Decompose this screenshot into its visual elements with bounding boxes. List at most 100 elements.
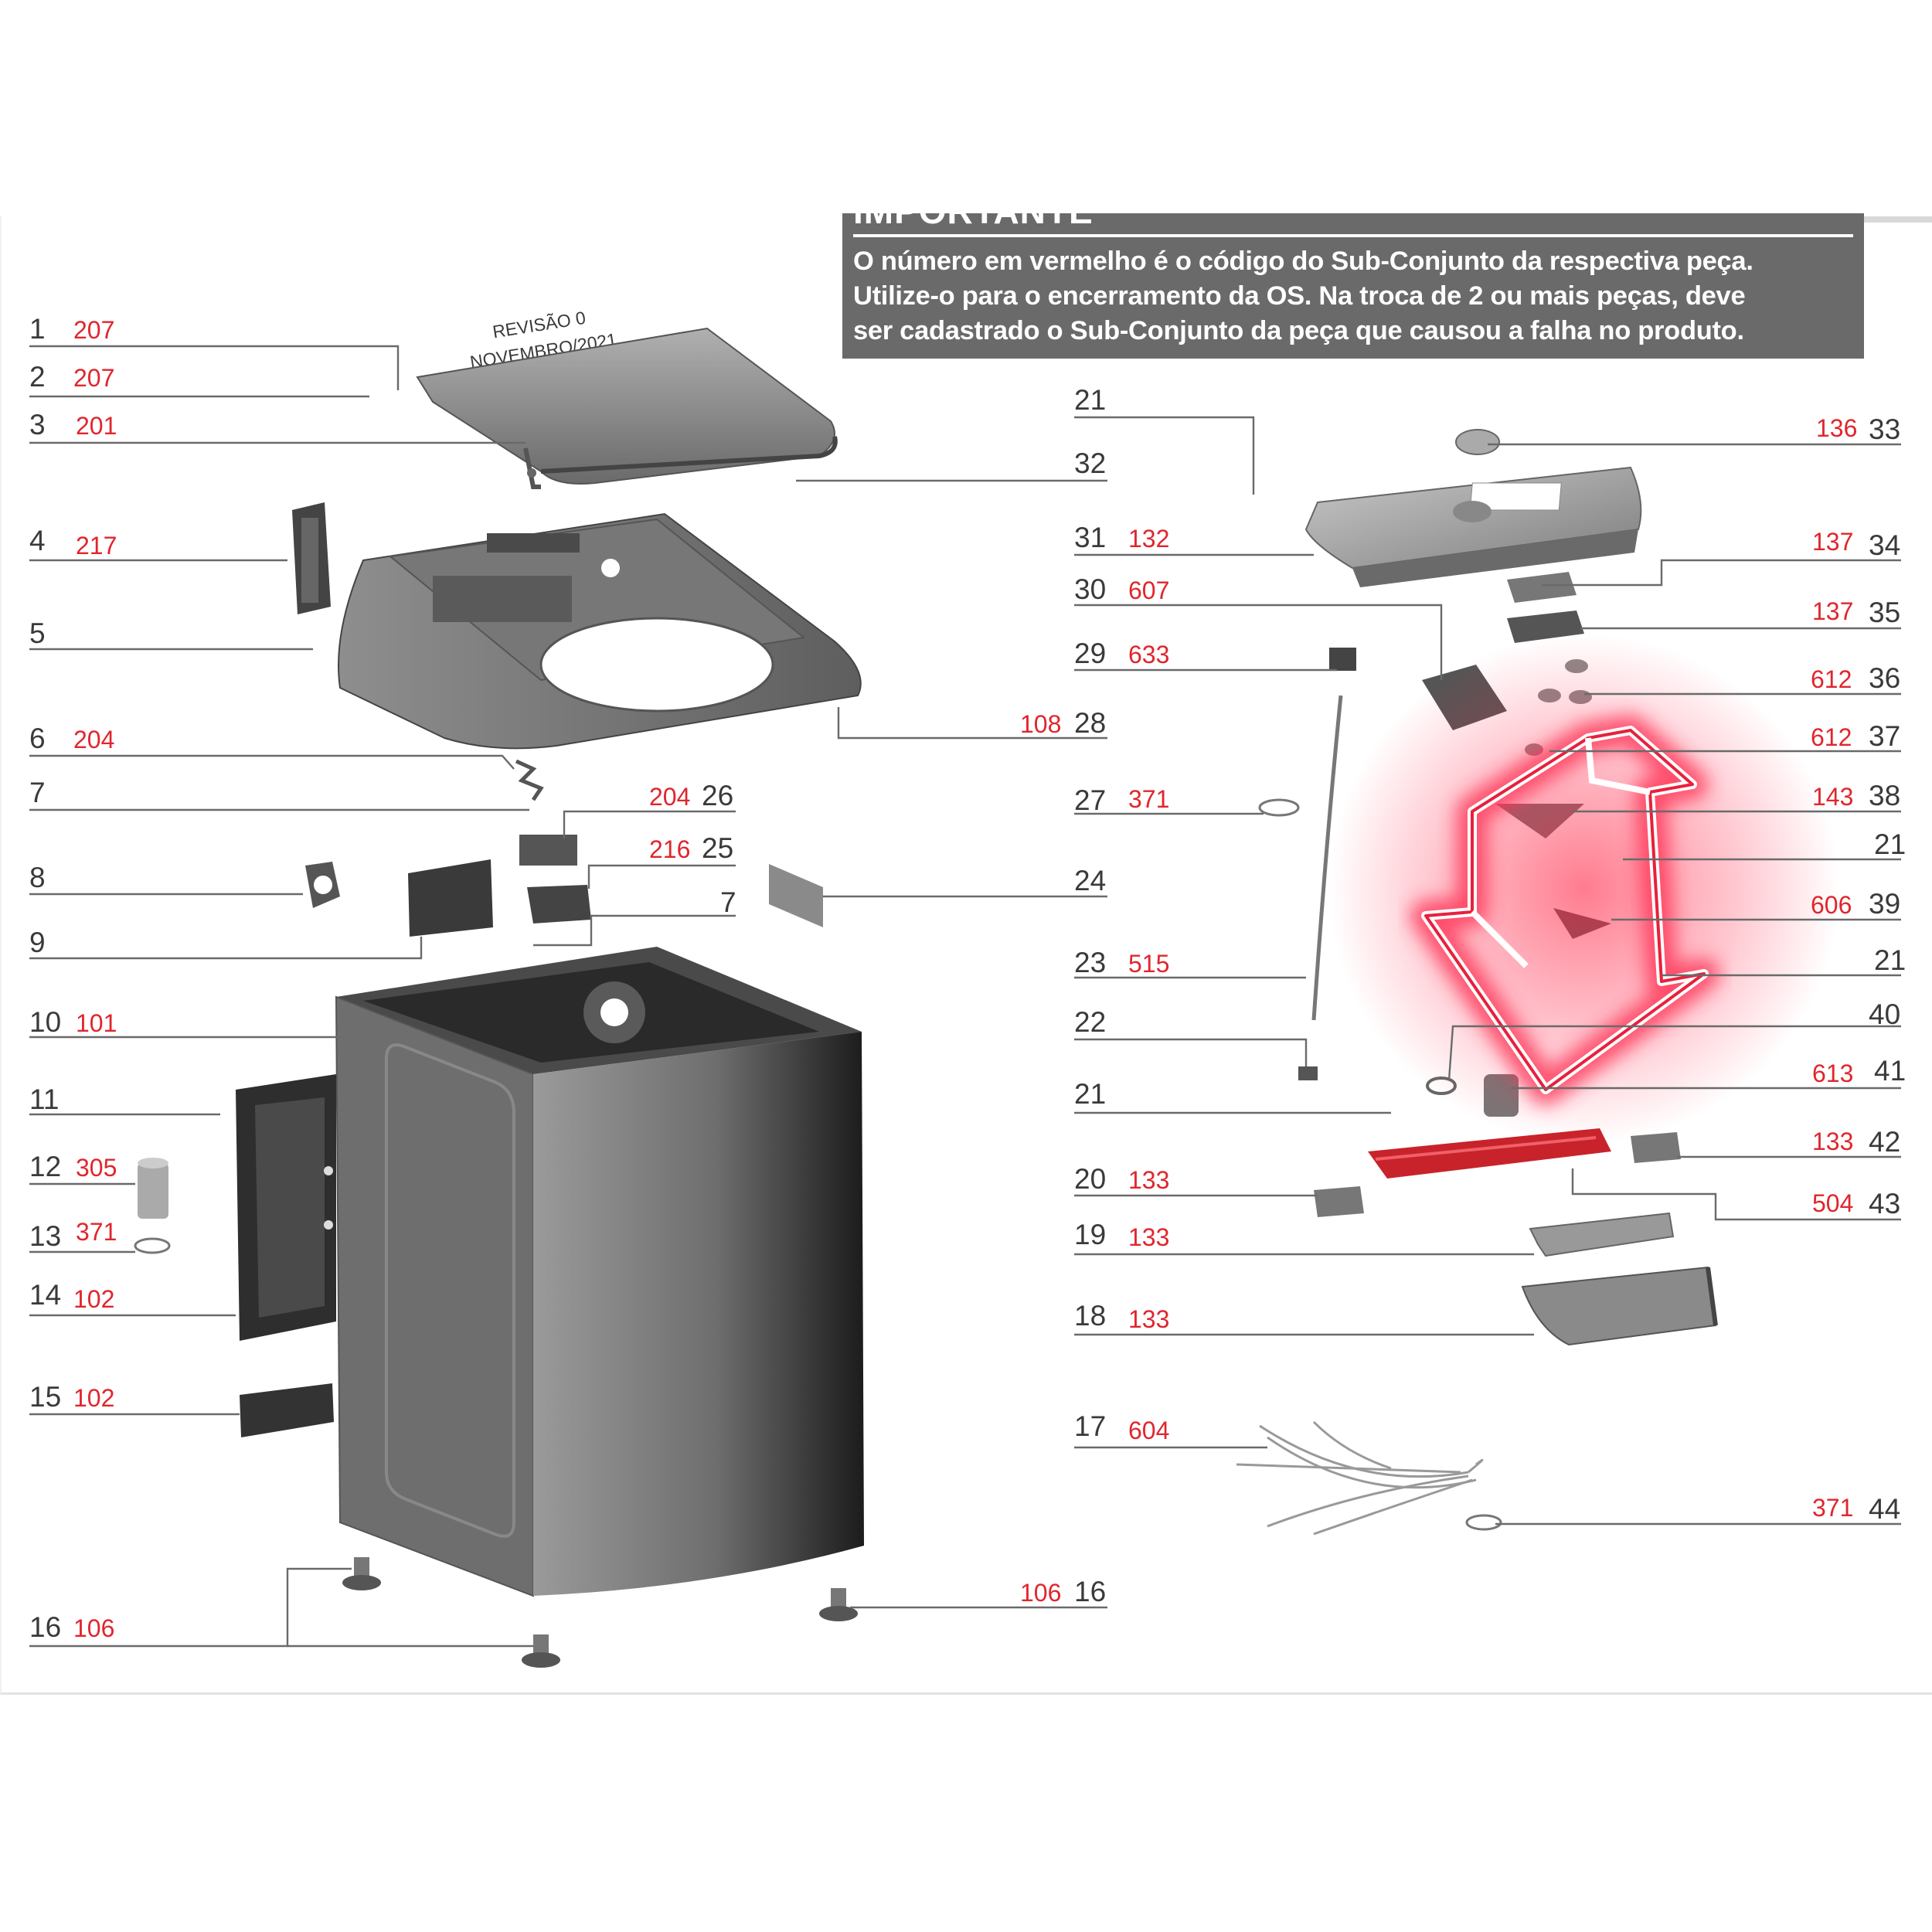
callout-number: 22 xyxy=(1074,1006,1106,1038)
callout-code: 612 xyxy=(1811,665,1852,693)
ring-part-27 xyxy=(1258,798,1300,817)
callout-number: 18 xyxy=(1074,1300,1106,1332)
callout-number: 44 xyxy=(1869,1493,1900,1525)
callout-code: 137 xyxy=(1812,597,1853,625)
callout-number: 33 xyxy=(1869,413,1900,445)
callout-code: 207 xyxy=(73,316,114,344)
callout-number: 41 xyxy=(1874,1055,1906,1087)
cabinet-part xyxy=(335,947,864,1597)
ring-part-13 xyxy=(134,1237,171,1254)
callout-code: 102 xyxy=(73,1285,114,1313)
callout-number: 30 xyxy=(1074,573,1106,605)
top-frame-part xyxy=(338,512,862,750)
board-part-34 xyxy=(1507,572,1577,603)
callout-code: 371 xyxy=(1812,1494,1853,1522)
callout-number: 36 xyxy=(1869,662,1900,694)
notice-line-1: O número em vermelho é o código do Sub-C… xyxy=(853,247,1753,276)
callout-number: 43 xyxy=(1869,1188,1900,1219)
callout-code: 607 xyxy=(1128,577,1169,604)
callout-code: 102 xyxy=(73,1384,114,1412)
callout-number: 28 xyxy=(1074,707,1106,739)
callout-code: 371 xyxy=(76,1218,117,1246)
callout-code: 613 xyxy=(1812,1060,1853,1087)
callout-number: 21 xyxy=(1874,828,1906,860)
callout-code: 143 xyxy=(1812,783,1853,811)
clip-part xyxy=(515,759,544,801)
callout-number: 8 xyxy=(29,862,46,893)
knob-part-33 xyxy=(1455,429,1500,455)
callout-number: 19 xyxy=(1074,1219,1106,1250)
notice-line-2: Utilize-o para o encerramento da OS. Na … xyxy=(853,281,1746,311)
notice-line-3: ser cadastrado o Sub-Conjunto da peça qu… xyxy=(853,316,1744,345)
part-42 xyxy=(1631,1132,1681,1163)
callout-number: 21 xyxy=(1074,1078,1106,1110)
callout-code: 371 xyxy=(1128,785,1169,813)
callout-number: 6 xyxy=(29,723,46,754)
callout-number: 26 xyxy=(702,780,733,811)
callout-code: 201 xyxy=(76,412,117,440)
callout-number: 40 xyxy=(1869,998,1900,1030)
callout-code: 216 xyxy=(649,835,690,863)
callout-code: 305 xyxy=(76,1154,117,1182)
callout-code: 204 xyxy=(73,726,114,753)
cable-part-23 xyxy=(1311,695,1343,1021)
callout-number: 17 xyxy=(1074,1410,1106,1442)
callout-number: 7 xyxy=(29,777,46,808)
callout-code: 133 xyxy=(1128,1223,1169,1251)
callout-code: 137 xyxy=(1812,528,1853,556)
callout-code: 106 xyxy=(1020,1579,1061,1607)
callout-code: 133 xyxy=(1128,1166,1169,1194)
callout-number: 29 xyxy=(1074,638,1106,669)
notice-rule xyxy=(853,234,1853,237)
callout-number: 3 xyxy=(29,409,46,440)
important-notice: IMPORTANTE O número em vermelho é o códi… xyxy=(842,192,1864,359)
callout-number: 25 xyxy=(702,832,733,864)
notice-heading: IMPORTANTE xyxy=(853,192,1094,230)
wiring-harness-part-17 xyxy=(1236,1420,1484,1536)
callout-code: 633 xyxy=(1128,641,1169,668)
leader-lines xyxy=(29,345,1901,1648)
callout-number: 20 xyxy=(1074,1163,1106,1195)
rail-part-15 xyxy=(240,1383,334,1437)
callout-number: 10 xyxy=(29,1006,61,1038)
callout-number: 16 xyxy=(29,1611,61,1643)
callout-number: 37 xyxy=(1869,720,1900,752)
callout-number: 11 xyxy=(29,1083,59,1115)
callout-code: 136 xyxy=(1816,414,1857,442)
callout-number: 15 xyxy=(29,1381,61,1413)
drawer-part-18 xyxy=(1521,1266,1718,1346)
callout-number: 9 xyxy=(29,927,46,958)
callout-number: 23 xyxy=(1074,947,1106,978)
ring-part-44 xyxy=(1465,1514,1502,1531)
callout-number: 27 xyxy=(1074,784,1106,816)
filter-part-12 xyxy=(138,1158,168,1219)
callout-number: 39 xyxy=(1869,888,1900,920)
callout-number: 2 xyxy=(29,361,46,393)
callout-code: 604 xyxy=(1128,1417,1169,1444)
callout-code: 132 xyxy=(1128,525,1169,553)
callout-code: 133 xyxy=(1812,1128,1853,1155)
control-panel-part-31 xyxy=(1304,466,1642,587)
bracket-part xyxy=(292,502,331,614)
callout-code: 207 xyxy=(73,364,114,392)
callout-number: 13 xyxy=(29,1220,61,1252)
callout-number: 5 xyxy=(29,617,46,649)
callout-number: 16 xyxy=(1074,1576,1106,1607)
callout-code: 612 xyxy=(1811,723,1852,751)
part-19 xyxy=(1529,1212,1675,1257)
connector-part-26 xyxy=(519,835,577,866)
middle-callouts: 21 32 31 132 30 607 29 633 108 28 27 371… xyxy=(1020,384,1169,1607)
foot-part-16 xyxy=(342,1557,858,1668)
center-callouts: 204 26 216 25 7 xyxy=(649,780,736,918)
callout-number: 38 xyxy=(1869,780,1900,811)
callout-number: 31 xyxy=(1074,522,1106,553)
callout-number: 24 xyxy=(1074,865,1106,896)
down-right-arrow-icon xyxy=(1329,634,1839,1144)
board-part xyxy=(408,859,493,937)
panel-part-24 xyxy=(769,864,823,927)
switch-part xyxy=(305,862,340,908)
rear-panel-part xyxy=(236,1074,336,1341)
part-20 xyxy=(1314,1186,1364,1217)
callout-number: 35 xyxy=(1869,597,1900,628)
